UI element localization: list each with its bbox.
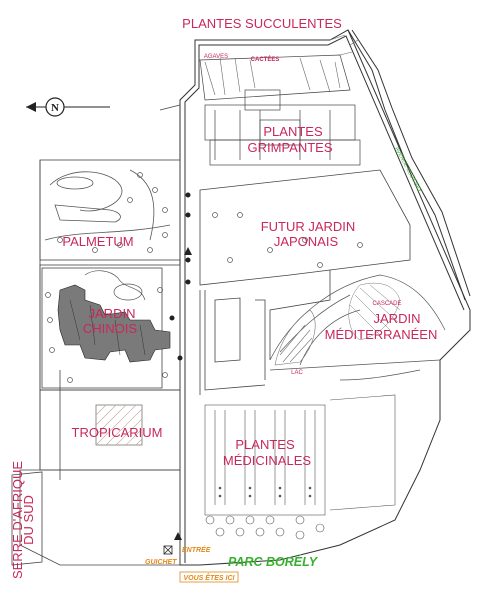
label-palmetum: PALMETUM [62,234,133,249]
label-jardin-chinois-2: CHINOIS [83,321,138,336]
site-outline [179,29,471,566]
label-agaves: AGAVES [204,54,228,60]
label-du-sud: DU SUD [21,495,36,545]
label-vous-etes-ici: VOUS ÊTES ICI [184,573,236,582]
chinese-garden [41,267,171,389]
park-name: PARC BORÉLY [228,554,319,569]
middle-lanes [199,290,266,395]
label-tropicarium: TROPICARIUM [72,425,163,440]
label-japonais: JAPONAIS [274,234,339,249]
label-plantes-grimpantes-2: GRIMPANTES [248,140,333,155]
label-jardin-mediterraneen-2: MÉDITERRANÉEN [325,327,438,342]
south-africa-greenhouse [11,471,43,566]
tree-markers [45,172,363,383]
label-cascade: CASCADE [372,301,401,307]
cascade-area [348,282,401,341]
west-grounds [19,104,181,566]
label-plantes-succulentes: PLANTES SUCCULENTES [182,16,342,31]
medicinal-beds [204,394,396,516]
ticket-booth [163,545,173,555]
you-are-here-box [179,571,239,583]
alley-markers [174,247,192,540]
compass-n-letter: N [51,102,59,114]
label-jardin-chinois-1: JARDIN [89,306,136,321]
succulent-texture [204,34,359,96]
label-jardin-mediterraneen-1: JARDIN [374,311,421,326]
japanese-garden-zone [199,169,411,360]
succulent-complex [199,54,361,166]
bottom-circle-markers [205,515,325,540]
label-plantes-medicinales-2: MÉDICINALES [223,453,311,468]
label-plantes-grimpantes-1: PLANTES [263,124,323,139]
palmetum-paths [44,169,171,241]
label-plantes-medicinales-1: PLANTES [235,437,295,452]
label-entree: ENTRÉE [182,545,211,554]
label-serre-afrique: SERRE D'AFRIQUE [10,461,25,579]
tropicarium-building [95,404,143,446]
compass-rose [26,97,110,117]
label-futur-jardin: FUTUR JARDIN [261,219,356,234]
lake [274,309,316,366]
label-guichet: GUICHET [145,559,177,566]
label-lac: LAC [291,370,303,376]
black-dots [169,192,191,361]
label-cactees: CACTÉES [251,55,280,63]
medicinal-row-dots [218,486,312,498]
